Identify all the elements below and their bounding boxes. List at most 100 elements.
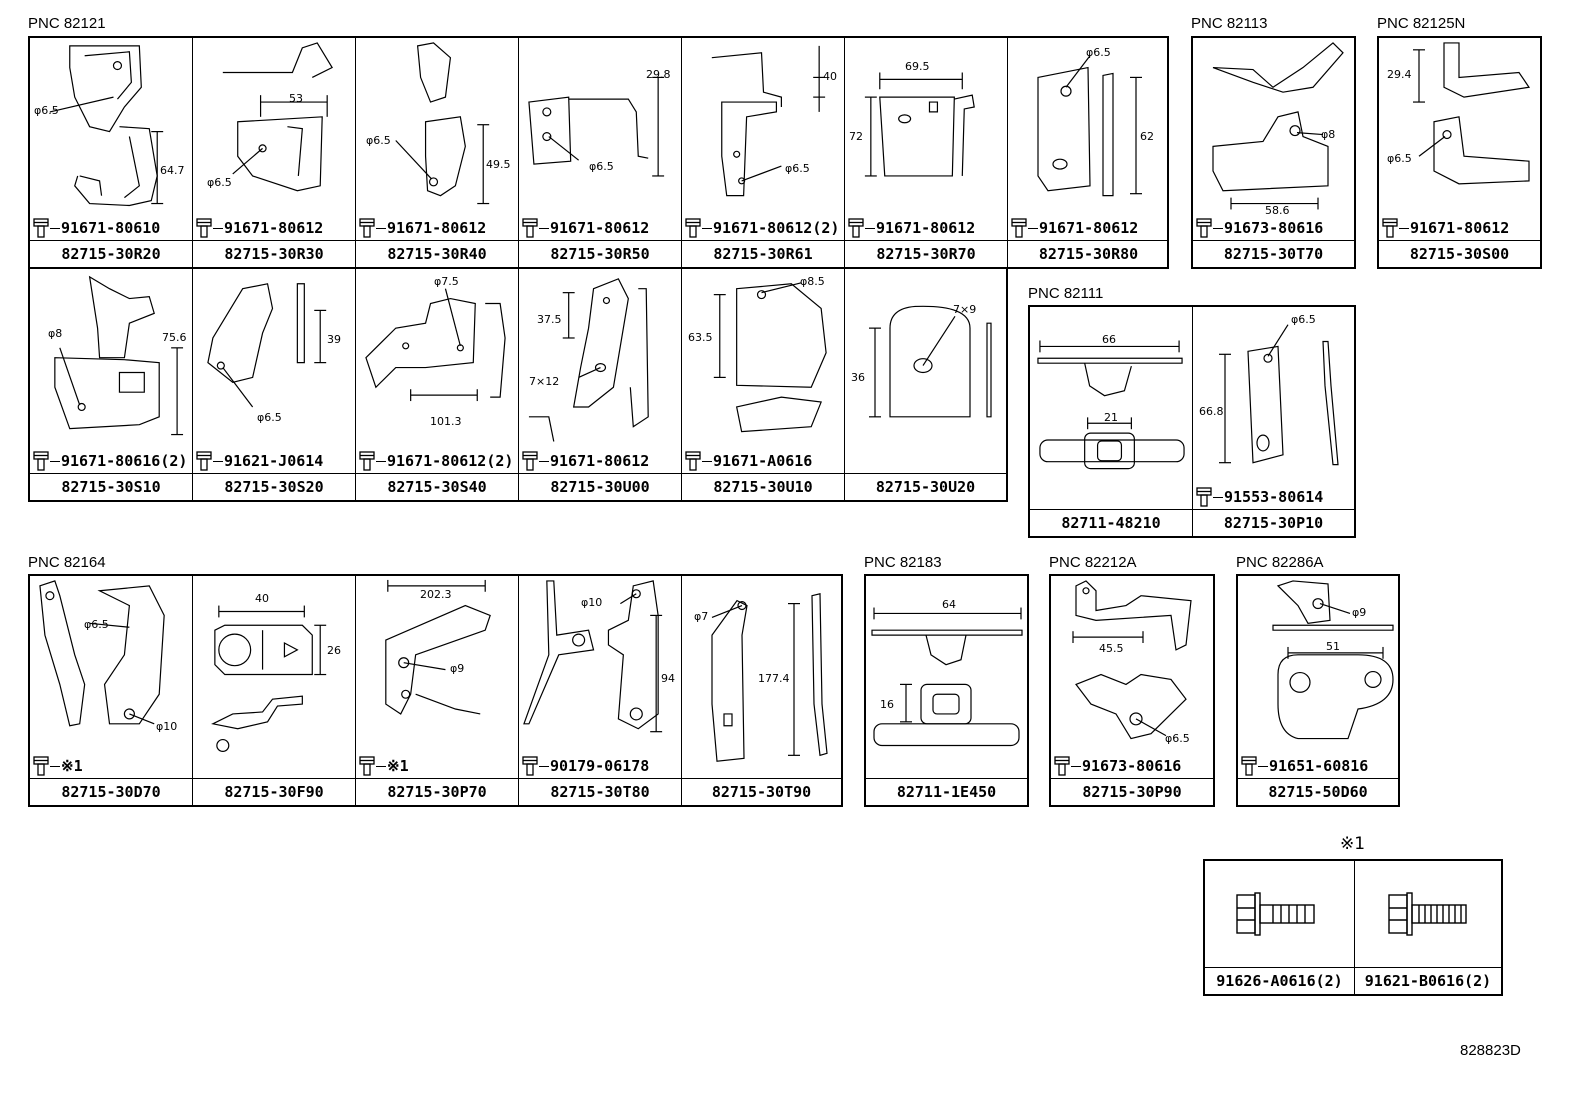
part-cell[interactable]: φ9 51 91651-60816 82715-50D60: [1238, 576, 1398, 805]
part-cell[interactable]: 40 φ6.5 91671-80612(2) 82715-30R61: [682, 38, 845, 267]
bolt-drawing: [1205, 861, 1354, 967]
dimension-label: φ6.5: [785, 162, 810, 175]
pnc-label: PNC 82113: [1191, 15, 1268, 32]
part-number: 82715-30R40: [356, 240, 518, 267]
bolt-row: 91671-80612: [195, 217, 355, 239]
dimension-label: 101.3: [430, 415, 462, 428]
bolt-icon: [196, 451, 212, 471]
bolt-part-number: ※1: [61, 757, 83, 775]
bolt-row: 91671-80612(2): [684, 217, 844, 239]
bracket-drawing: [356, 269, 518, 473]
part-cell[interactable]: 45.5 φ6.5 91673-80616 82715-30P90: [1051, 576, 1213, 805]
dimension-label: φ6.5: [1291, 313, 1316, 326]
dimension-label: φ6.5: [34, 104, 59, 117]
dimension-label: φ9: [450, 662, 465, 675]
bracket-drawing: [1238, 576, 1398, 778]
dimension-label: φ7.5: [434, 275, 459, 288]
part-number: 82715-30S00: [1379, 240, 1540, 267]
part-number: 82715-30T80: [519, 778, 681, 805]
flange-bolt-icon: [1388, 892, 1467, 936]
part-drawing: 37.5 7×12: [519, 269, 681, 473]
bolt-part-number: 91671-80616(2): [61, 452, 188, 470]
bolt-icon: [522, 218, 538, 238]
part-cell[interactable]: 29.8 φ6.5 91671-80612 82715-30R50: [519, 38, 682, 267]
dimension-label: 72: [849, 130, 863, 143]
group-82111: 66 21 82711-48210 φ6.5 66.8 91553-80614 …: [1028, 305, 1356, 538]
part-cell[interactable]: 202.3 φ9 ※1 82715-30P70: [356, 576, 519, 805]
part-drawing: 29.4 φ6.5: [1379, 38, 1540, 240]
part-cell[interactable]: 64 16 82711-1E450: [866, 576, 1027, 805]
part-drawing: φ6.5 66.8: [1193, 307, 1354, 509]
bolt-part-number: 91673-80616: [1082, 757, 1182, 775]
pnc-label: PNC 82286A: [1236, 554, 1324, 571]
dimension-label: 40: [823, 70, 837, 83]
bolt-part-number: 91671-80612: [387, 219, 487, 237]
bracket-drawing: [519, 576, 681, 778]
part-cell[interactable]: 7×9 36 82715-30U20: [845, 269, 1006, 500]
bracket-drawing: [193, 269, 355, 473]
bolt-icon: [33, 756, 49, 776]
bolt-row: 91671-80612: [1381, 217, 1540, 239]
dimension-label: 75.6: [162, 331, 187, 344]
part-drawing: φ9 51: [1238, 576, 1398, 778]
part-cell[interactable]: 69.5 72 91671-80612 82715-30R70: [845, 38, 1008, 267]
part-cell[interactable]: φ8 58.6 91673-80616 82715-30T70: [1193, 38, 1354, 267]
part-cell[interactable]: φ7 177.4 82715-30T90: [682, 576, 841, 805]
note-part-cell[interactable]: 91626-A0616(2): [1205, 861, 1355, 994]
catalog-id: 828823D: [1460, 1042, 1521, 1059]
part-cell[interactable]: 53 φ6.5 91671-80612 82715-30R30: [193, 38, 356, 267]
part-cell[interactable]: φ10 94 90179-06178 82715-30T80: [519, 576, 682, 805]
bolt-row: 91671-80612: [847, 217, 1007, 239]
part-cell[interactable]: 40 26 82715-30F90: [193, 576, 356, 805]
dimension-label: φ8: [48, 327, 63, 340]
note-part-cell[interactable]: 91621-B0616(2): [1355, 861, 1501, 994]
bolt-row: 91553-80614: [1195, 486, 1354, 508]
bracket-drawing: [682, 38, 844, 240]
part-cell[interactable]: 29.4 φ6.5 91671-80612 82715-30S00: [1379, 38, 1540, 267]
part-number: 82715-30R50: [519, 240, 681, 267]
part-cell[interactable]: φ8.5 63.5 91671-A0616 82715-30U10: [682, 269, 845, 500]
part-cell[interactable]: 39 φ6.5 91621-J0614 82715-30S20: [193, 269, 356, 500]
bolt-part-number: 91671-80612: [550, 452, 650, 470]
dimension-label: φ6.5: [589, 160, 614, 173]
dimension-label: 58.6: [1265, 204, 1290, 217]
part-cell[interactable]: φ6.5 64.7 91671-80610 82715-30R20: [30, 38, 193, 267]
dimension-label: 16: [880, 698, 894, 711]
part-cell[interactable]: φ6.5 62 91671-80612 82715-30R80: [1008, 38, 1169, 267]
bolt-part-number: 91671-80612: [224, 219, 324, 237]
part-cell[interactable]: 37.5 7×12 91671-80612 82715-30U00: [519, 269, 682, 500]
dimension-label: φ8: [1321, 128, 1336, 141]
bracket-drawing: [519, 38, 681, 240]
part-cell[interactable]: φ6.5 φ10 ※1 82715-30D70: [30, 576, 193, 805]
part-number: 82715-30F90: [193, 778, 355, 805]
part-cell[interactable]: φ8 75.6 91671-80616(2) 82715-30S10: [30, 269, 193, 500]
part-drawing: 45.5 φ6.5: [1051, 576, 1213, 778]
bolt-icon: [1382, 218, 1398, 238]
part-cell[interactable]: φ6.5 49.5 91671-80612 82715-30R40: [356, 38, 519, 267]
part-cell[interactable]: φ6.5 66.8 91553-80614 82715-30P10: [1193, 307, 1354, 536]
bolt-part-number: 91671-80612: [550, 219, 650, 237]
dimension-label: φ6.5: [366, 134, 391, 147]
dimension-label: 21: [1104, 411, 1118, 424]
bracket-drawing: [356, 576, 518, 778]
part-drawing: φ6.5 62: [1008, 38, 1169, 240]
bolt-icon: [848, 218, 864, 238]
bracket-drawing: [1193, 38, 1354, 240]
note-group: 91626-A0616(2) 91621-B0616(2): [1203, 859, 1503, 996]
bolt-icon: [1196, 218, 1212, 238]
flange-bolt-icon: [1236, 892, 1315, 936]
part-drawing: 40 φ6.5: [682, 38, 844, 240]
dimension-label: 37.5: [537, 313, 562, 326]
part-cell[interactable]: 66 21 82711-48210: [1030, 307, 1193, 536]
part-number: 82715-30U20: [845, 473, 1006, 500]
bolt-row: 91651-60816: [1240, 755, 1398, 777]
dimension-label: φ10: [156, 720, 178, 733]
part-drawing: 64 16: [866, 576, 1027, 778]
part-cell[interactable]: φ7.5 101.3 91671-80612(2) 82715-30S40: [356, 269, 519, 500]
bracket-drawing: [682, 269, 844, 473]
bolt-icon: [1241, 756, 1257, 776]
dimension-label: 29.8: [646, 68, 671, 81]
clip-drawing: [866, 576, 1027, 778]
bracket-drawing: [1051, 576, 1213, 778]
dimension-label: 45.5: [1099, 642, 1124, 655]
